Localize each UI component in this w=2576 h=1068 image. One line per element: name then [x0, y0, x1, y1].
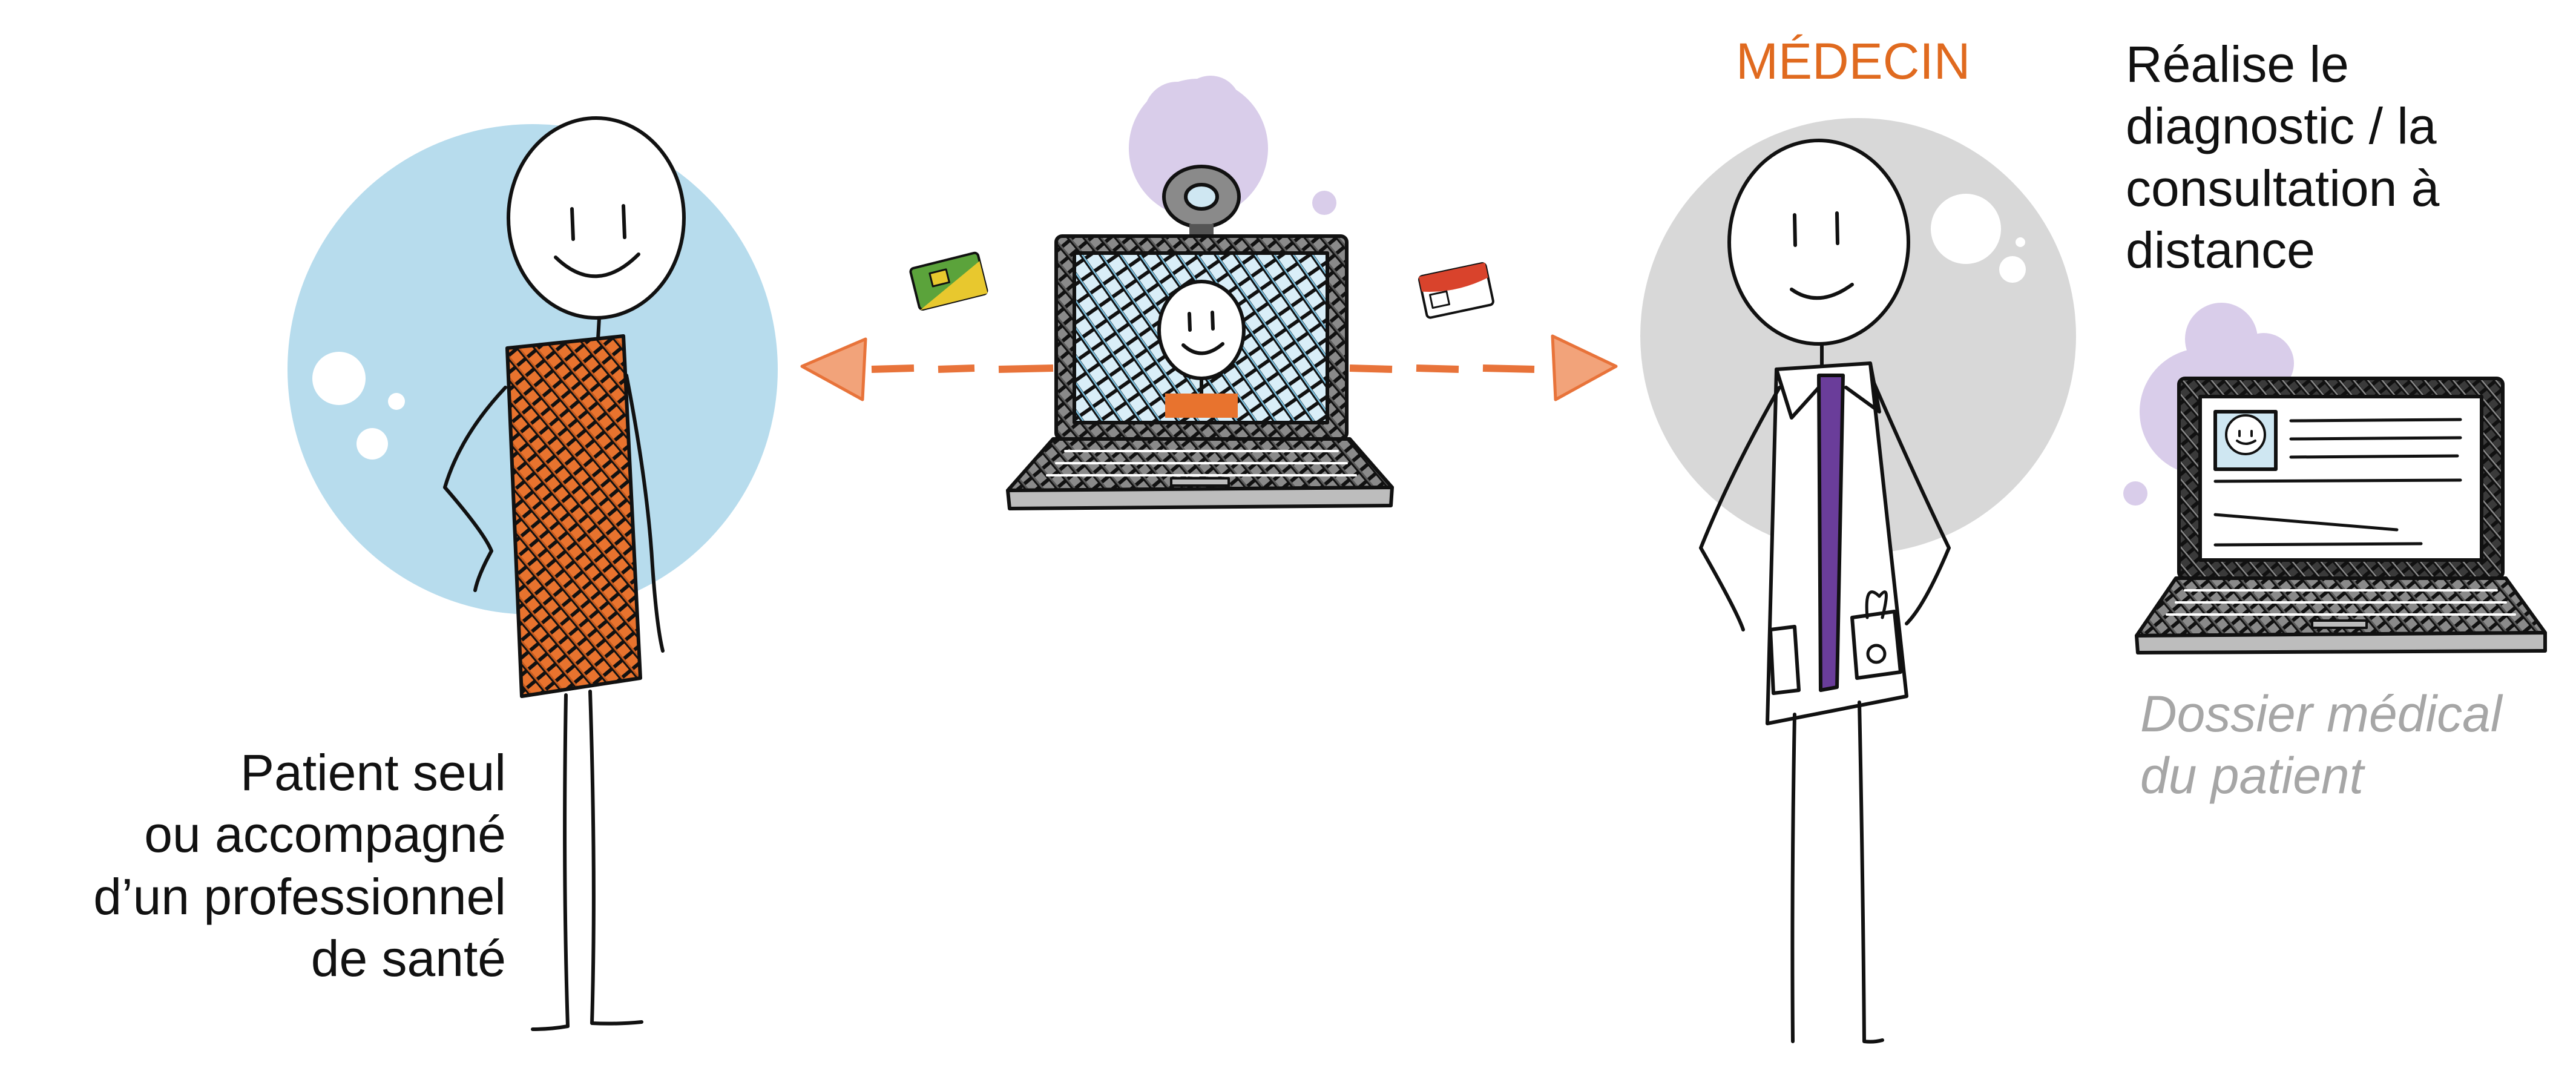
doctor-tie: [1817, 374, 1845, 692]
bubble: [388, 393, 405, 410]
doctor-figure: [1640, 118, 2076, 1044]
laptop-record: [2123, 303, 2547, 654]
record-lines: [2213, 418, 2462, 547]
purple-dot: [2123, 481, 2147, 506]
doctor-collar-left: [1775, 368, 1821, 420]
doctor-pocket-left: [1769, 625, 1801, 695]
stethoscope-pocket: [1850, 590, 1902, 680]
doctor-leg-left: [1790, 713, 1796, 1043]
doctor-line-3: consultation à: [2126, 159, 2440, 217]
bubble: [356, 428, 388, 460]
bubble: [1999, 256, 2026, 283]
patient-description: Patient seul ou accompagné d’un professi…: [93, 742, 506, 990]
laptop-trackpad: [1170, 477, 1230, 487]
record-avatar: [2213, 410, 2278, 471]
doctor-collar-right: [1844, 361, 1881, 414]
doctor-smile: [1790, 283, 1854, 300]
patient-figure: [288, 116, 778, 1031]
patient-shirt: [505, 334, 642, 698]
arrow-head-right: [1551, 334, 1618, 401]
patient-leg-left: [531, 693, 570, 1031]
doctor-line-4: distance: [2126, 222, 2315, 279]
patient-head: [507, 116, 686, 320]
patient-line-3: d’un professionnel: [93, 868, 506, 925]
doctor-title: MÉDECIN: [1736, 33, 1971, 90]
patient-leg-right: [588, 690, 643, 1026]
bubble: [312, 352, 366, 405]
doctor-arm-right: [1871, 380, 1951, 625]
patient-arm-right: [625, 374, 665, 653]
patient-line-4: de santé: [310, 930, 506, 987]
doctor-description: Réalise le diagnostic / la consultation …: [2126, 33, 2439, 282]
vitale-card-icon: [909, 251, 988, 311]
doctor-head: [1727, 139, 1910, 346]
doctor-eye: [1835, 211, 1839, 245]
purple-dot: [1312, 191, 1336, 215]
webcam-icon: [1162, 165, 1241, 236]
id-card-icon: [1418, 262, 1494, 319]
laptop-keyboard: [1046, 450, 1357, 476]
patient-line-2: ou accompagné: [144, 806, 506, 863]
bubble: [1931, 194, 2001, 264]
patient-arm-left: [443, 386, 507, 592]
patient-smile: [554, 252, 640, 279]
arrow-head-left: [800, 337, 867, 401]
doctor-arm-left: [1699, 386, 1781, 631]
patient-line-1: Patient seul: [240, 744, 506, 801]
laptop-center: [1006, 76, 1394, 510]
record-description: Dossier médical du patient: [2140, 683, 2502, 807]
record-line-2: du patient: [2140, 747, 2364, 805]
patient-eye: [570, 207, 575, 241]
record-line-1: Dossier médical: [2140, 685, 2502, 742]
doctor-line-2: diagnostic / la: [2126, 97, 2437, 155]
doctor-line-1: Réalise le: [2126, 36, 2349, 93]
purple-cloud: [1180, 76, 1241, 136]
bubble: [2016, 237, 2025, 247]
patient-eye: [622, 204, 626, 239]
double-arrow: [800, 334, 1618, 401]
doctor-leg-right: [1858, 700, 1884, 1044]
screen-face: [1157, 280, 1246, 418]
